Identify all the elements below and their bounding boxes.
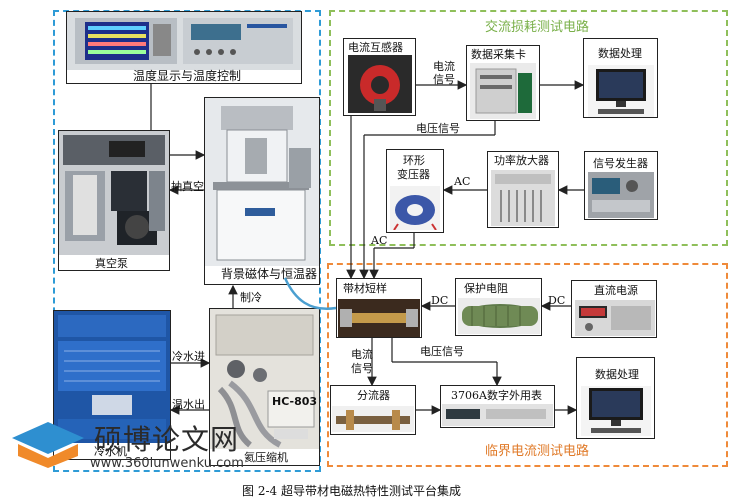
data-acquisition-label: 数据采集卡 [471,48,526,61]
protection-resistor-label: 保护电阻 [464,282,508,295]
data-processing-top: 数据处理 [583,38,658,118]
data-acquisition-photo [470,63,536,119]
tape-sample: 带材短样 [336,278,422,338]
protection-resistor-photo [458,298,540,334]
temperature-controller-photo [67,12,301,70]
data-acquisition-card: 数据采集卡 [466,45,540,121]
data-processing-top-label: 数据处理 [598,47,642,60]
ac-loss-title: 交流损耗测试电路 [485,20,590,35]
dc-power-supply-label: 直流电源 [594,284,638,297]
data-processing-bottom-label: 数据处理 [595,368,639,381]
figure-caption: 图 2-4 超导带材电磁热特性测试平台集成 [242,484,461,498]
chiller-label: 冷水机 [94,445,127,458]
digital-multimeter: 3706A数字外用表 [440,385,555,428]
vacuum-pump-photo [59,131,169,255]
critical-current-title: 临界电流测试电路 [485,444,590,459]
current-signal-bottom-label-2: 信号 [351,362,373,375]
dc-label-1: DC [431,294,449,307]
data-processing-bottom: 数据处理 [576,357,655,439]
ac-label-2: AC [371,234,388,247]
magnet-cryostat: 背景磁体与恒温器 [204,97,320,285]
watermark-logo [12,422,84,468]
water-out-label: 温水出 [172,398,205,411]
power-amplifier-photo [491,170,555,226]
toroidal-label-2: 变压器 [397,168,430,181]
shunt-label: 分流器 [357,389,390,402]
current-transformer: 电流互感器 [343,38,416,116]
magnet-cryostat-label: 背景磁体与恒温器 [221,267,318,281]
tape-sample-photo [338,299,420,337]
temperature-controller: 温度显示与温度控制 [66,11,302,84]
current-signal-bottom-label-1: 电流 [351,348,373,361]
temperature-controller-label: 温度显示与温度控制 [133,69,242,83]
chiller-photo [54,311,170,443]
data-processing-top-photo [588,65,654,117]
signal-generator-photo [588,172,654,218]
water-in-label: 冷水进 [172,350,205,363]
multimeter-photo [442,404,553,426]
dc-power-supply-photo [575,300,655,336]
dc-label-2: DC [548,294,566,307]
voltage-signal-top-label: 电压信号 [416,122,460,135]
power-amplifier-label: 功率放大器 [494,154,549,167]
ac-label-1: AC [454,175,471,188]
current-transformer-label: 电流互感器 [348,41,403,54]
watermark-text: 硕博论文网 [94,423,240,456]
ac-loss-frame [329,10,728,246]
vacuum-pump: 真空泵 [58,130,170,271]
chiller: 冷水机 [53,310,171,460]
helium-compressor: HC-803 氦压缩机 [209,308,320,466]
current-transformer-photo [348,55,412,113]
current-signal-top-label-2: 信号 [433,73,455,86]
critical-current-frame [327,263,728,467]
helium-compressor-label: 氦压缩机 [244,451,288,464]
helium-compressor-photo [210,309,319,449]
signal-generator: 信号发生器 [584,151,658,220]
signal-generator-label: 信号发生器 [593,157,648,170]
cooling-label: 制冷 [240,291,262,304]
power-amplifier: 功率放大器 [487,151,559,228]
dc-power-supply: 直流电源 [571,280,657,338]
toroidal-transformer-photo [390,186,440,230]
toroidal-label-1: 环形 [403,154,425,167]
shunt-photo [332,406,414,432]
voltage-signal-bottom-label: 电压信号 [420,345,464,358]
current-signal-top-label-1: 电流 [433,60,455,73]
protection-resistor: 保护电阻 [455,278,542,336]
pump-vacuum-label: 抽真空 [171,180,204,193]
watermark-url: www.360lunwenku.com [90,456,244,471]
tape-sample-label: 带材短样 [343,282,387,295]
magnet-cryostat-photo [205,98,319,266]
data-processing-bottom-photo [581,386,651,436]
toroidal-transformer: 环形 变压器 [386,149,444,233]
vacuum-pump-label: 真空泵 [95,257,128,270]
shunt: 分流器 [330,385,416,435]
compressor-model-label: HC-803 [272,395,318,408]
multimeter-label: 3706A数字外用表 [451,389,542,402]
